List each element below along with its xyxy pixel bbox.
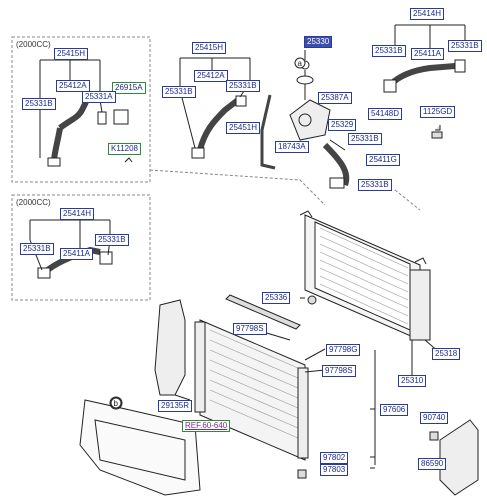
- part-25414H-right[interactable]: 25414H: [410, 8, 445, 20]
- part-25411A-right[interactable]: 25411A: [411, 48, 444, 60]
- part-25331B-mid-4[interactable]: 25331B: [358, 179, 392, 191]
- part-25387A[interactable]: 25387A: [318, 92, 352, 104]
- part-97803[interactable]: 97803: [320, 464, 349, 476]
- part-25329[interactable]: 25329: [328, 119, 357, 131]
- engine-box-top: [11, 36, 151, 183]
- part-25331B-left-1[interactable]: 25331B: [22, 98, 56, 110]
- part-25310[interactable]: 25310: [398, 375, 427, 387]
- part-54148D[interactable]: 54148D: [368, 108, 403, 120]
- marker-a-text: a: [298, 59, 303, 68]
- part-97802[interactable]: 97802: [320, 452, 349, 464]
- part-25331B-left-3[interactable]: 25331B: [95, 234, 129, 246]
- part-25331B-right-2[interactable]: 25331B: [448, 40, 482, 52]
- part-25412A-left[interactable]: 25412A: [56, 80, 90, 92]
- part-97606[interactable]: 97606: [380, 404, 409, 416]
- part-K11208[interactable]: K11208: [108, 143, 141, 155]
- part-25336[interactable]: 25336: [262, 292, 291, 304]
- part-25331B-left-2[interactable]: 25331B: [20, 243, 54, 255]
- engine-label-top: (2000CC): [16, 40, 51, 49]
- part-25411G[interactable]: 25411G: [366, 154, 400, 166]
- part-26915A[interactable]: 26915A: [112, 82, 146, 94]
- part-25412A-mid[interactable]: 25412A: [194, 70, 228, 82]
- ref-60-640-link[interactable]: REF.60-640: [182, 420, 231, 432]
- part-97798S-1[interactable]: 97798S: [233, 323, 267, 335]
- part-25331B-right-1[interactable]: 25331B: [372, 45, 406, 57]
- part-25331B-mid-2[interactable]: 25331B: [226, 80, 260, 92]
- part-25411A-left[interactable]: 25411A: [60, 248, 93, 260]
- part-18743A[interactable]: 18743A: [275, 141, 309, 153]
- part-25330[interactable]: 25330: [304, 36, 333, 48]
- part-1125GD[interactable]: 1125GD: [420, 106, 456, 118]
- engine-box-bottom: [11, 194, 151, 301]
- part-25451H[interactable]: 25451H: [226, 122, 261, 134]
- part-29135R[interactable]: 29135R: [158, 400, 193, 412]
- marker-a: [294, 57, 306, 69]
- part-97798S-2[interactable]: 97798S: [322, 365, 356, 377]
- part-97798G[interactable]: 97798G: [326, 344, 361, 356]
- part-25331B-mid-1[interactable]: 25331B: [162, 86, 196, 98]
- part-25318[interactable]: 25318: [432, 348, 461, 360]
- part-86590[interactable]: 86590: [418, 458, 447, 470]
- part-25414H-left[interactable]: 25414H: [60, 208, 95, 220]
- marker-b-text: b: [114, 399, 119, 408]
- part-90740[interactable]: 90740: [420, 412, 449, 424]
- part-25415H-left[interactable]: 25415H: [54, 48, 89, 60]
- part-25331B-mid-3[interactable]: 25331B: [348, 133, 382, 145]
- part-25415H-mid[interactable]: 25415H: [192, 42, 227, 54]
- engine-label-bottom: (2000CC): [16, 198, 51, 207]
- part-25331A[interactable]: 25331A: [82, 91, 116, 103]
- marker-b: [110, 397, 122, 409]
